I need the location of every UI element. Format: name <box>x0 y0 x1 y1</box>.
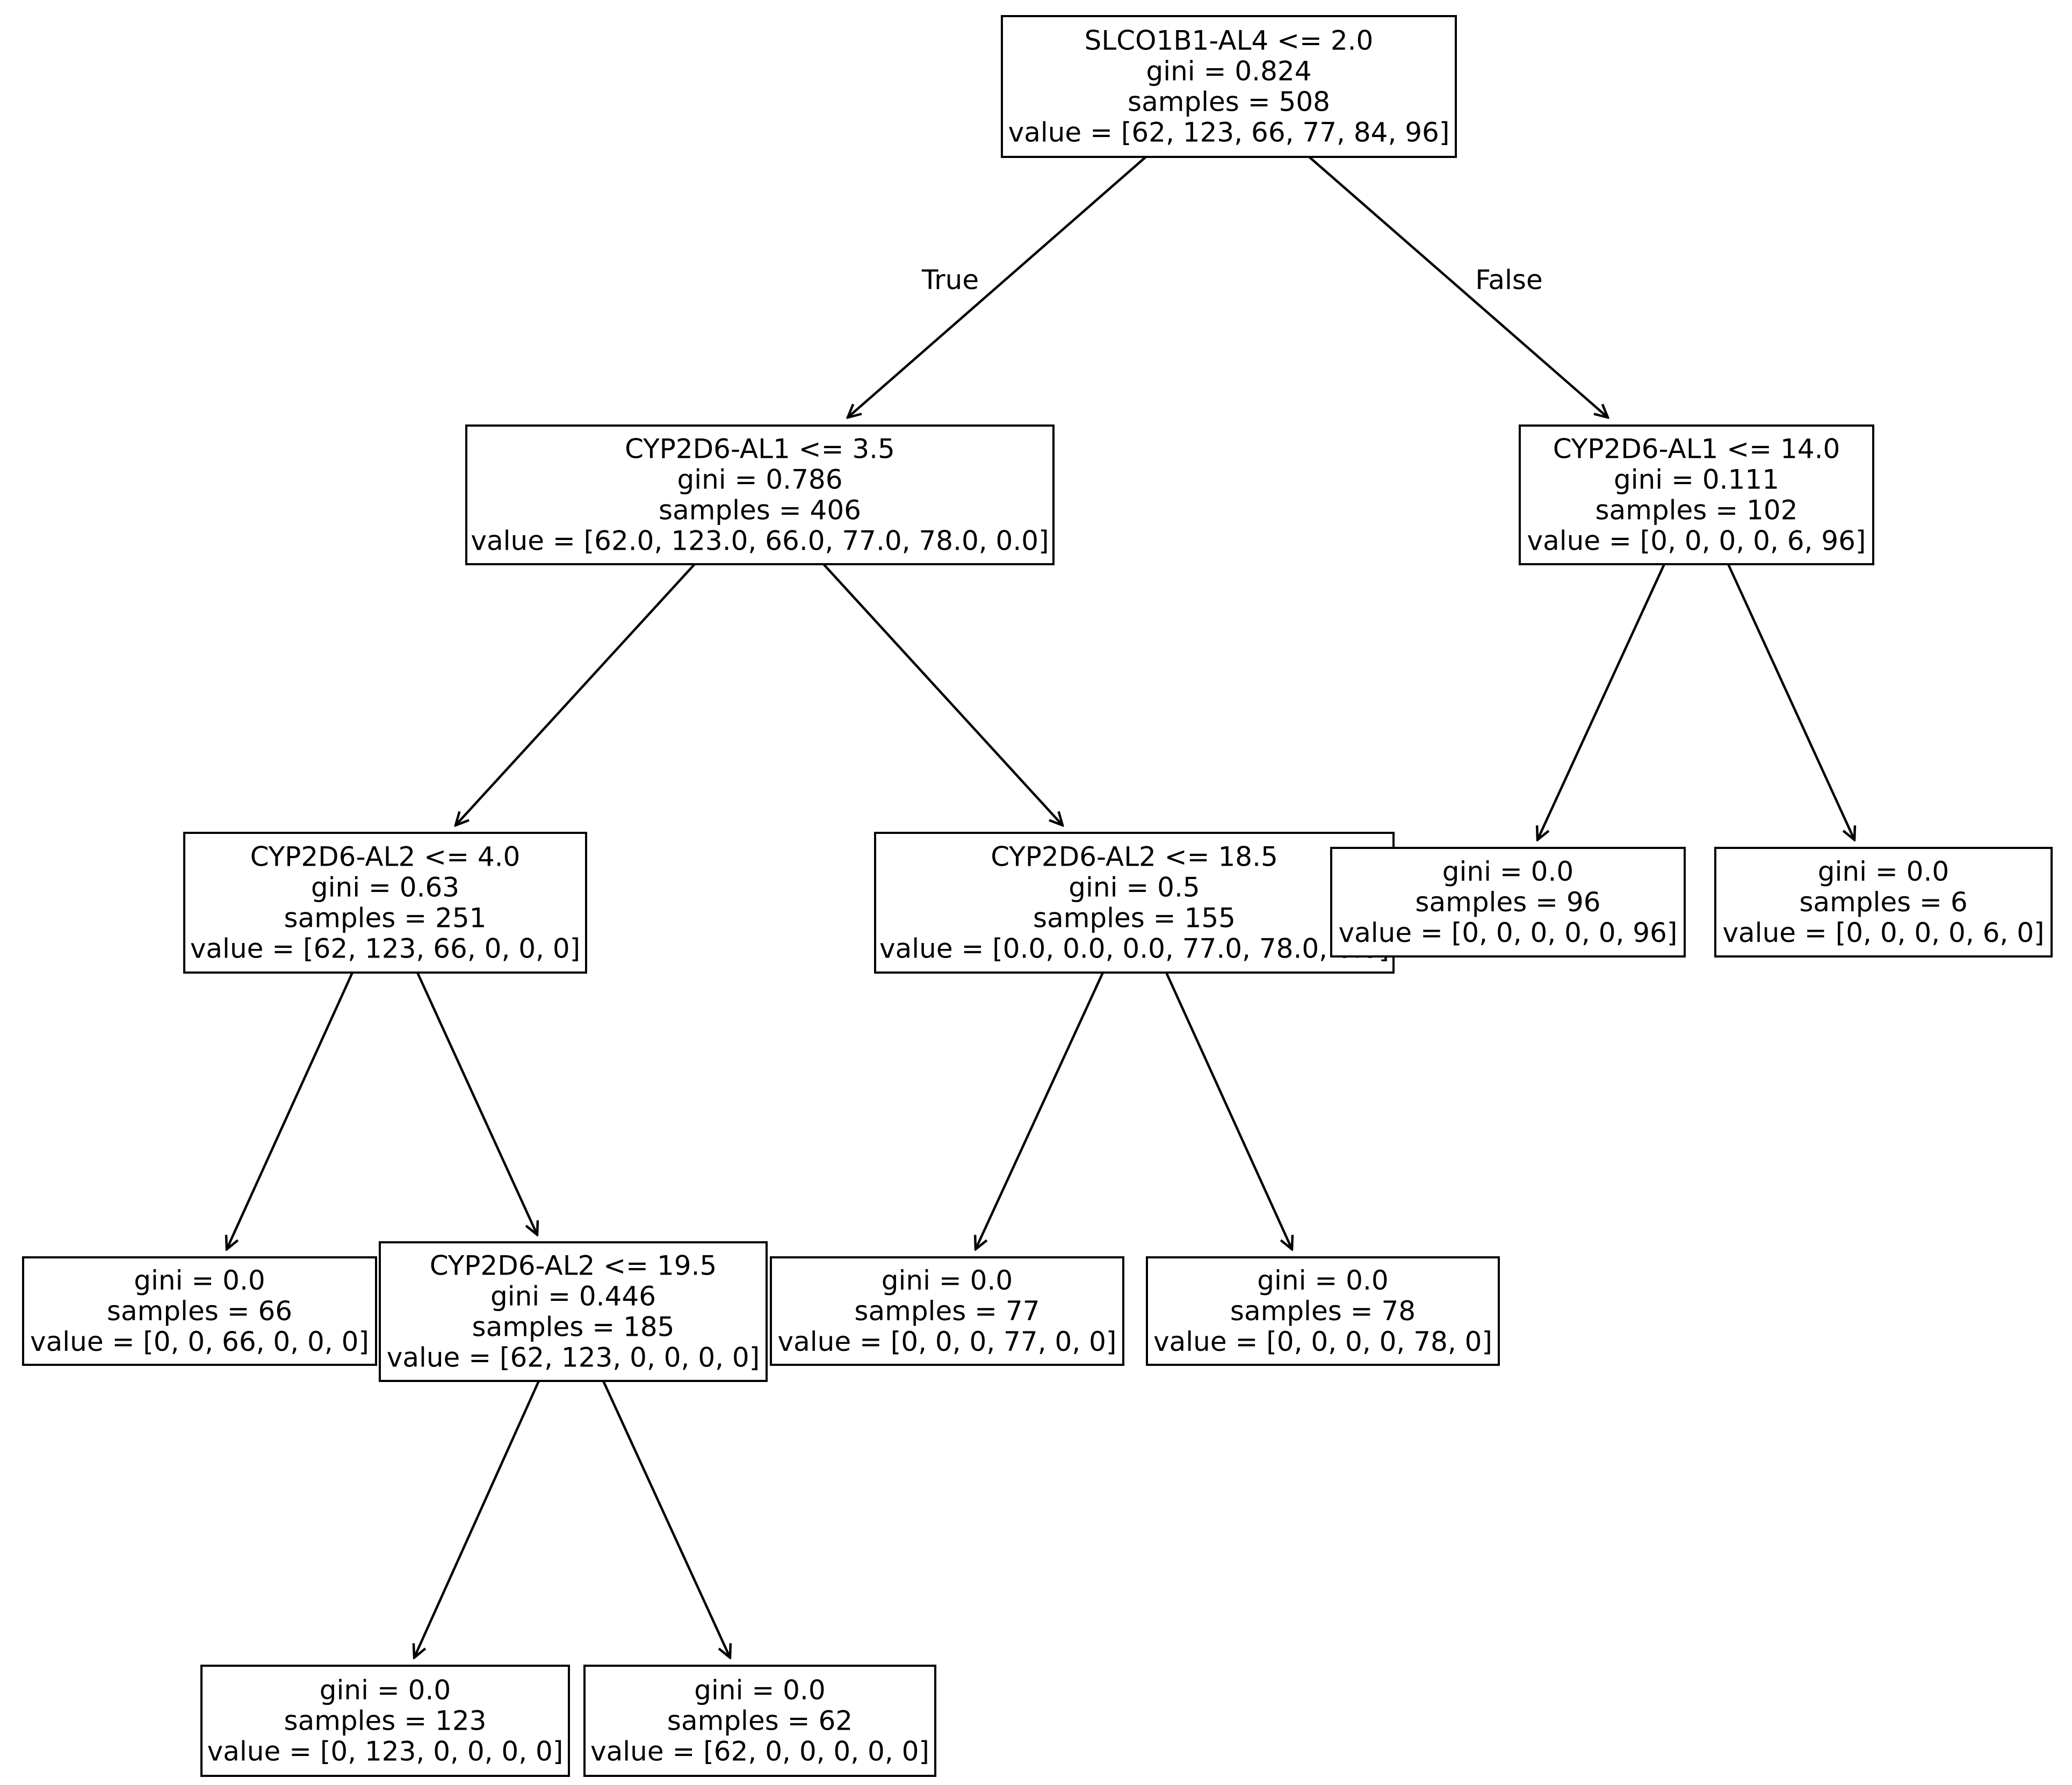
node-line: value = [62, 123, 66, 77, 84, 96] <box>1008 117 1450 148</box>
edge-n3-n8 <box>416 972 537 1235</box>
edge-n4-n9 <box>976 972 1104 1249</box>
node-line: samples = 77 <box>854 1295 1039 1327</box>
node-box <box>1001 15 1457 158</box>
node-line: samples = 406 <box>659 495 861 526</box>
node-line: value = [0, 0, 0, 0, 6, 0] <box>1722 917 2044 948</box>
node-line: gini = 0.0 <box>1818 856 1949 887</box>
node-box <box>1330 847 1686 958</box>
edge-label-true: True <box>921 264 979 296</box>
node-line: CYP2D6-AL2 <= 4.0 <box>250 841 521 873</box>
node-box <box>1146 1256 1500 1366</box>
edge-n2-n6 <box>1727 564 1854 840</box>
node-line: gini = 0.63 <box>311 872 459 903</box>
node-box <box>874 832 1395 974</box>
node-line: value = [0, 0, 66, 0, 0, 0] <box>30 1326 369 1357</box>
node-line: samples = 102 <box>1595 495 1798 526</box>
edge-n4-n10 <box>1165 972 1292 1249</box>
edge-label-false: False <box>1475 264 1543 296</box>
edge-n8-n12 <box>602 1380 730 1658</box>
node-line: gini = 0.824 <box>1146 56 1311 87</box>
node-line: CYP2D6-AL1 <= 3.5 <box>625 434 895 465</box>
node-box <box>1519 424 1874 565</box>
node-line: gini = 0.0 <box>320 1675 451 1706</box>
edge-root-n2 <box>1308 156 1608 418</box>
node-line: samples = 251 <box>284 903 487 934</box>
node-box <box>770 1256 1124 1366</box>
node-box <box>200 1665 570 1777</box>
node-line: gini = 0.0 <box>694 1675 825 1706</box>
node-line: samples = 185 <box>472 1312 675 1343</box>
node-line: value = [62, 123, 66, 0, 0, 0] <box>190 933 580 965</box>
node-line: gini = 0.446 <box>490 1281 656 1312</box>
node-box <box>22 1256 377 1366</box>
node-line: gini = 0.0 <box>134 1265 265 1296</box>
edge-n1-n3 <box>456 563 696 825</box>
node-box <box>1714 847 2053 958</box>
node-line: samples = 66 <box>107 1295 292 1327</box>
node-line: value = [62, 0, 0, 0, 0, 0] <box>590 1736 929 1767</box>
edge-n8-n11 <box>414 1380 540 1658</box>
node-line: value = [0, 0, 0, 0, 0, 96] <box>1339 917 1678 948</box>
node-box <box>583 1665 936 1777</box>
node-line: CYP2D6-AL2 <= 18.5 <box>991 841 1278 873</box>
node-line: CYP2D6-AL2 <= 19.5 <box>430 1250 717 1282</box>
node-line: value = [0, 0, 0, 0, 6, 96] <box>1527 526 1866 557</box>
edge-n1-n4 <box>822 563 1063 825</box>
edge-root-n1 <box>848 156 1147 418</box>
node-line: value = [0, 123, 0, 0, 0, 0] <box>207 1736 564 1767</box>
node-box <box>183 832 587 974</box>
node-line: gini = 0.0 <box>1257 1265 1388 1296</box>
node-line: gini = 0.5 <box>1069 872 1200 903</box>
node-line: value = [0, 0, 0, 0, 78, 0] <box>1153 1326 1492 1357</box>
node-line: gini = 0.786 <box>677 464 842 495</box>
node-box <box>379 1241 768 1382</box>
node-line: samples = 62 <box>667 1705 853 1737</box>
edge-n2-n5 <box>1537 564 1666 840</box>
node-line: gini = 0.0 <box>882 1265 1013 1296</box>
node-line: value = [0.0, 0.0, 0.0, 77.0, 78.0, 0.0] <box>879 933 1389 965</box>
node-line: SLCO1B1-AL4 <= 2.0 <box>1085 25 1374 56</box>
node-line: value = [62, 123, 0, 0, 0, 0] <box>387 1342 760 1373</box>
node-line: samples = 155 <box>1033 903 1236 934</box>
node-line: samples = 6 <box>1799 887 1967 918</box>
node-line: samples = 78 <box>1230 1295 1416 1327</box>
node-line: gini = 0.0 <box>1442 856 1573 887</box>
node-box <box>465 424 1055 565</box>
node-line: samples = 508 <box>1128 87 1330 118</box>
edge-n3-n7 <box>227 972 354 1249</box>
edges-layer <box>227 156 1854 1658</box>
node-line: samples = 96 <box>1415 887 1600 918</box>
node-line: value = [0, 0, 0, 77, 0, 0] <box>778 1326 1117 1357</box>
node-line: CYP2D6-AL1 <= 14.0 <box>1553 434 1840 465</box>
node-line: value = [62.0, 123.0, 66.0, 77.0, 78.0, … <box>471 526 1049 557</box>
node-line: samples = 123 <box>284 1705 487 1737</box>
node-line: gini = 0.111 <box>1614 464 1779 495</box>
